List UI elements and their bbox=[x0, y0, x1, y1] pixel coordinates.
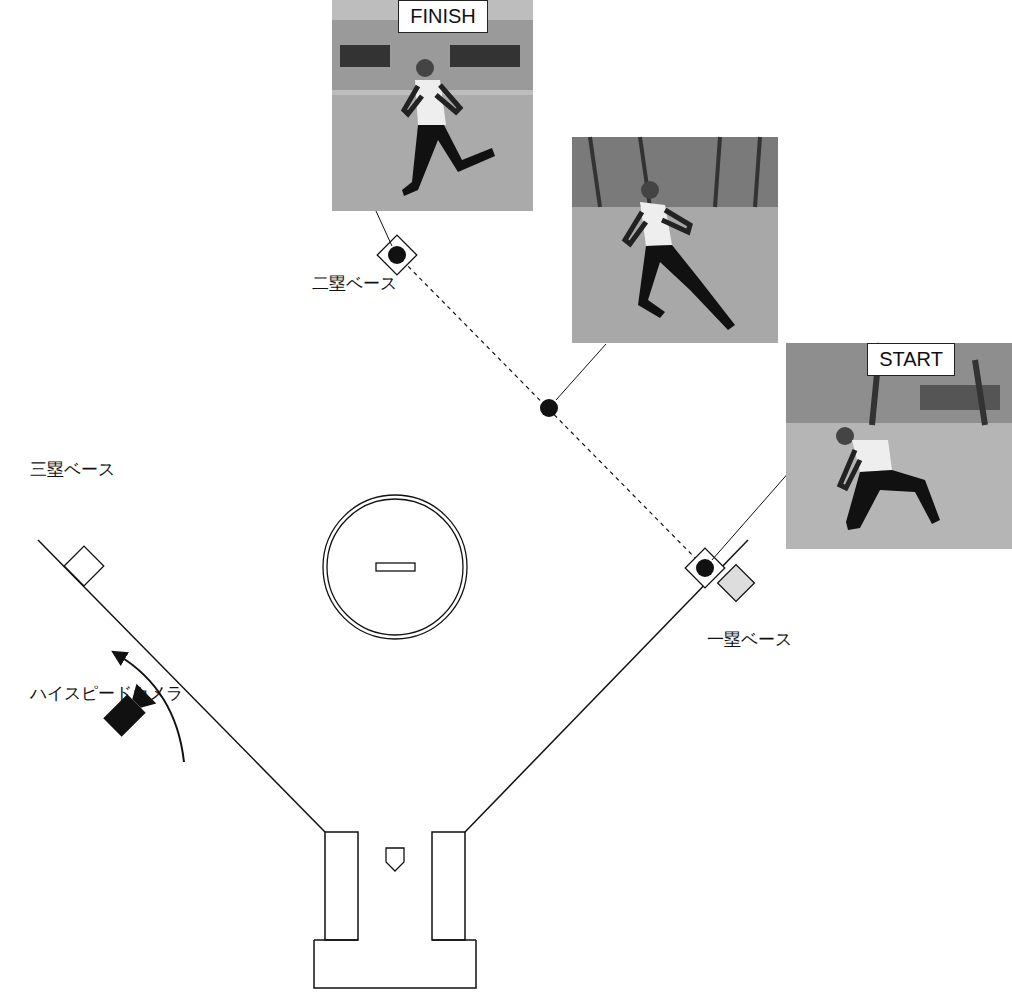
home-plate bbox=[386, 848, 404, 871]
photo-tag: START bbox=[867, 343, 955, 376]
batter-box bbox=[432, 832, 465, 940]
foul-line bbox=[465, 540, 748, 832]
pitcher-circle bbox=[327, 499, 463, 635]
first-base bbox=[685, 548, 725, 588]
batter-box bbox=[325, 832, 358, 940]
base-label: 一塁ベース bbox=[707, 628, 792, 651]
leader-line bbox=[376, 211, 392, 246]
photo-finish bbox=[332, 0, 533, 211]
base-label: 二塁ベース bbox=[312, 272, 397, 295]
photo-tag: FINISH bbox=[398, 0, 488, 33]
tag-text: FINISH bbox=[410, 5, 476, 28]
second-base bbox=[377, 235, 417, 275]
third-base bbox=[64, 546, 104, 586]
base-label: 三塁ベース bbox=[30, 458, 115, 481]
photo-middle bbox=[572, 137, 778, 343]
point-dot bbox=[388, 246, 406, 264]
tag-text: START bbox=[879, 348, 943, 371]
pitcher-plate bbox=[376, 563, 415, 571]
point-dot bbox=[540, 399, 558, 417]
leader-line bbox=[556, 344, 606, 400]
base-label: ハイスピードカメラ bbox=[30, 682, 183, 705]
point-dot bbox=[696, 559, 714, 577]
catcher-box bbox=[314, 940, 476, 988]
pan-arrow bbox=[118, 655, 184, 762]
pitcher-circle bbox=[323, 495, 467, 639]
photo-start bbox=[786, 343, 1012, 549]
